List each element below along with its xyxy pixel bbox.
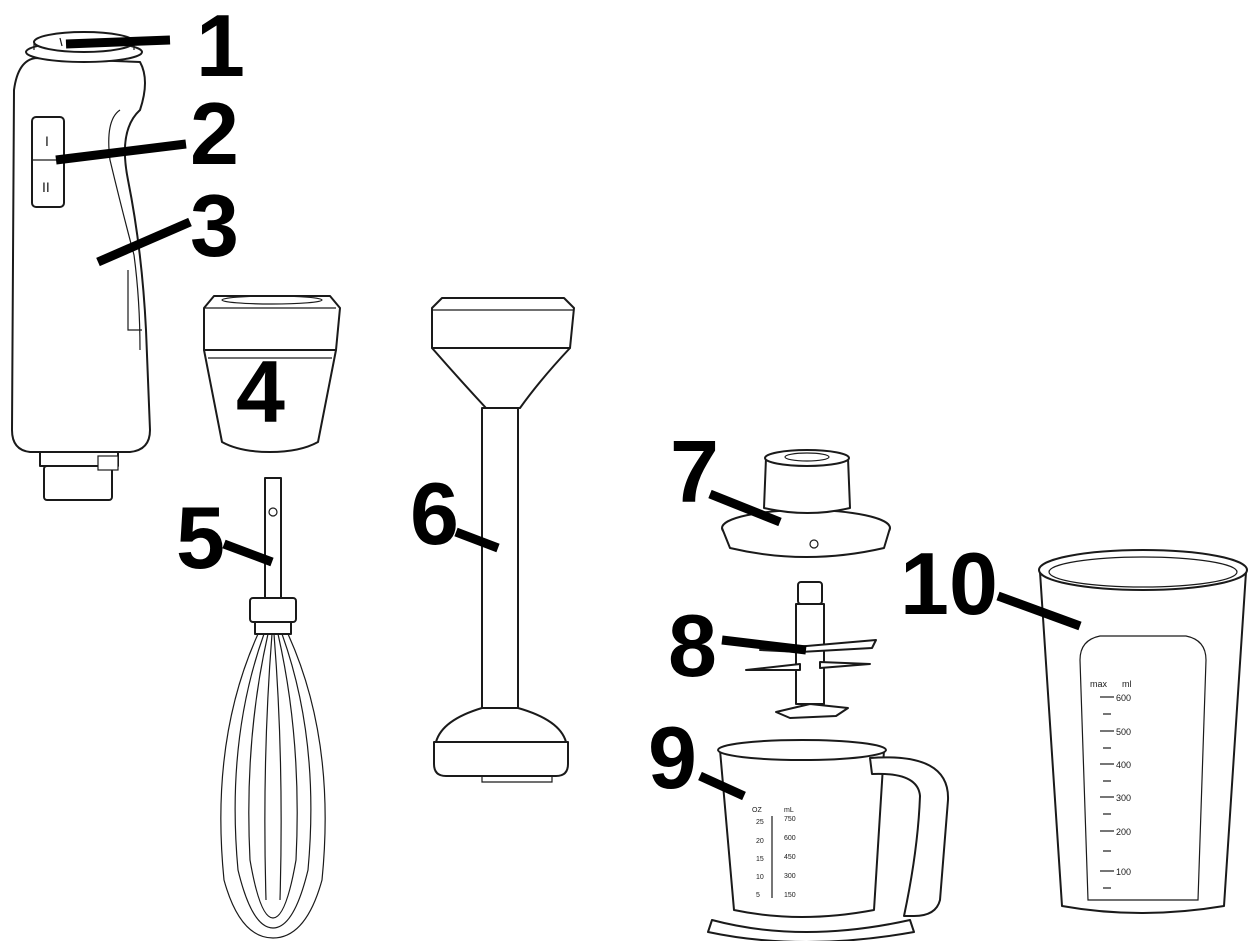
svg-text:200: 200: [1116, 827, 1131, 837]
svg-text:25: 25: [756, 819, 764, 826]
svg-text:ml: ml: [1122, 679, 1132, 689]
handle-coupling: [40, 452, 118, 500]
speed-button-1-label: I: [45, 133, 49, 149]
svg-text:450: 450: [784, 854, 796, 861]
svg-text:150: 150: [784, 892, 796, 899]
speed-button-2-label: II: [42, 179, 50, 195]
svg-text:OZ: OZ: [752, 807, 762, 814]
callout-6: 6: [410, 464, 459, 563]
svg-text:15: 15: [756, 856, 764, 863]
chopper-blade: [746, 582, 876, 718]
callout-2: 2: [190, 84, 239, 183]
svg-text:300: 300: [1116, 793, 1131, 803]
svg-text:750: 750: [784, 816, 796, 823]
motor-handle: I II: [12, 32, 150, 500]
measuring-beaker: max ml 600 500 400 300 200 100: [1039, 550, 1247, 913]
svg-text:400: 400: [1116, 760, 1131, 770]
callout-1: 1: [196, 0, 245, 95]
svg-text:max: max: [1090, 679, 1108, 689]
callout-4: 4: [236, 342, 285, 441]
leader-8: [722, 640, 806, 650]
callout-8: 8: [668, 596, 717, 695]
chopper-lid: [722, 450, 890, 557]
svg-text:300: 300: [784, 873, 796, 880]
callout-9: 9: [648, 708, 697, 807]
svg-text:500: 500: [1116, 727, 1131, 737]
svg-text:10: 10: [756, 874, 764, 881]
leader-1: [66, 40, 170, 44]
svg-text:600: 600: [784, 835, 796, 842]
svg-text:100: 100: [1116, 867, 1131, 877]
svg-text:mL: mL: [784, 807, 794, 814]
svg-text:20: 20: [756, 838, 764, 845]
callout-5: 5: [176, 488, 225, 587]
svg-text:600: 600: [1116, 693, 1131, 703]
callout-7: 7: [670, 422, 719, 521]
svg-text:5: 5: [756, 892, 760, 899]
chopper-bowl: OZ mL 25 20 15 10 5 750 600 450 300 150: [708, 740, 948, 941]
callout-3: 3: [190, 176, 239, 275]
callout-10: 10: [900, 534, 998, 633]
